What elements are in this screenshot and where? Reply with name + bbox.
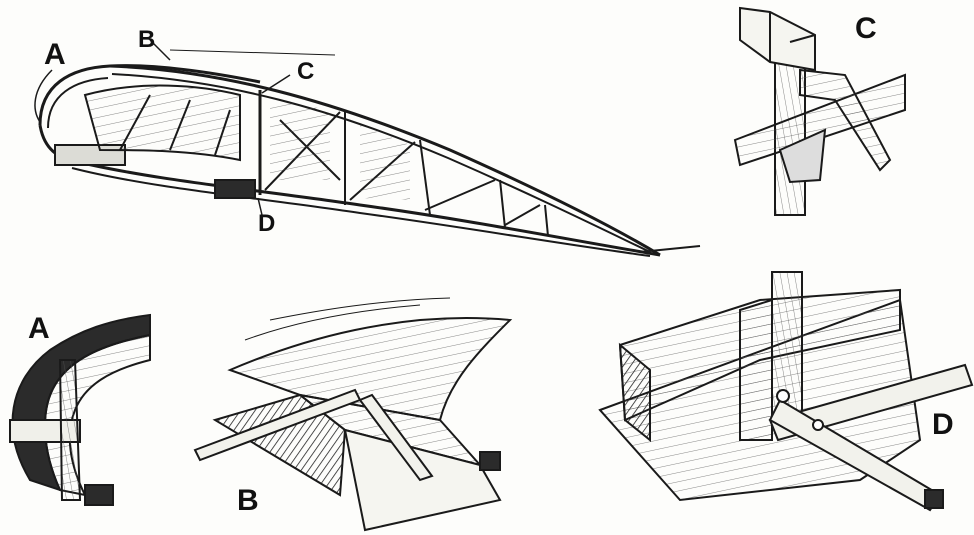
label-wing-b: B <box>138 26 156 53</box>
label-detail-a: A <box>28 312 50 345</box>
label-detail-b: B <box>237 484 259 517</box>
label-wing-a: A <box>44 38 66 71</box>
label-wing-d: D <box>258 210 276 237</box>
label-wing-c: C <box>297 58 315 85</box>
label-detail-c: C <box>855 12 877 45</box>
wing-rib-drawing <box>34 39 701 257</box>
detail-c-drawing <box>733 6 906 216</box>
label-detail-d: D <box>932 408 954 441</box>
detail-b-drawing <box>193 297 513 532</box>
detail-a-drawing <box>9 313 151 506</box>
detail-d-drawing <box>598 271 974 512</box>
